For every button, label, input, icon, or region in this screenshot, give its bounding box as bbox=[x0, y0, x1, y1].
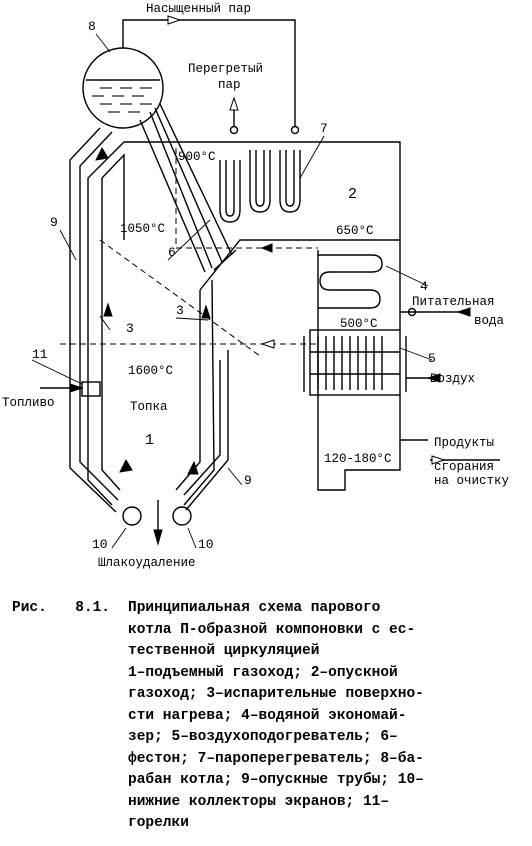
figure-caption: Рис. 8.1. Принципиальная схема парового … bbox=[12, 598, 518, 835]
boiler-diagram: Насыщенный пар Перегретый пар 900°C 1050… bbox=[2, 2, 510, 570]
num-9b: 9 bbox=[244, 473, 252, 488]
caption-fig-word: Рис. bbox=[12, 600, 47, 616]
label-products-2: сгорания bbox=[434, 460, 494, 474]
label-t500: 500°C bbox=[340, 317, 378, 331]
num-10a: 10 bbox=[92, 537, 108, 552]
downcomer-tubes bbox=[69, 127, 117, 513]
num-8: 8 bbox=[88, 19, 96, 34]
num-10b: 10 bbox=[198, 537, 214, 552]
caption-legend-line: горелки bbox=[128, 815, 189, 831]
caption-fig-number: 8.1. bbox=[75, 600, 110, 616]
num-3a: 3 bbox=[126, 321, 134, 336]
economizer-coil bbox=[318, 254, 383, 309]
label-feed-water-1: Питательная bbox=[412, 295, 495, 309]
label-t1600: 1600°C bbox=[128, 364, 173, 378]
label-products-1: Продукты bbox=[434, 436, 494, 450]
caption-legend-line: нижние коллекторы экранов; 11– bbox=[128, 793, 390, 810]
label-t650: 650°C bbox=[336, 224, 374, 238]
caption-title-line: Принципиальная схема парового bbox=[128, 600, 381, 616]
label-superheated-2: пар bbox=[218, 78, 241, 92]
label-superheated-1: Перегретый bbox=[188, 62, 263, 76]
label-saturated-steam: Насыщенный пар bbox=[146, 2, 251, 16]
num-7: 7 bbox=[320, 121, 328, 136]
num-3b: 3 bbox=[176, 303, 184, 318]
label-t1050: 1050°C bbox=[120, 222, 165, 236]
label-fuel: Топливо bbox=[2, 396, 55, 410]
label-t120: 120-180°C bbox=[324, 452, 392, 466]
label-air: Воздух bbox=[430, 372, 475, 386]
label-furnace: Топка bbox=[130, 400, 168, 414]
num-9a: 9 bbox=[50, 215, 58, 230]
caption-legend-line: 1–подъемный газоход; 2–опускной bbox=[128, 664, 398, 681]
num-1: 1 bbox=[145, 432, 154, 449]
bottom-collector-left bbox=[122, 506, 142, 526]
superheater-coil bbox=[219, 160, 241, 223]
caption-legend-line: фестон; 7–пароперегреватель; 8–ба- bbox=[128, 750, 424, 767]
num-2: 2 bbox=[348, 186, 357, 203]
caption-title-line: тественной циркуляцией bbox=[128, 643, 320, 659]
caption-legend-line: зер; 5–воздухоподогреватель; 6– bbox=[128, 729, 398, 745]
caption-legend-line: газоход; 3–испарительные поверхно- bbox=[128, 686, 424, 702]
bottom-collector-right bbox=[172, 506, 192, 526]
caption-legend-line: сти нагрева; 4–водяной экономай- bbox=[128, 707, 407, 724]
air-heater bbox=[309, 329, 401, 396]
num-4: 4 bbox=[420, 279, 428, 294]
label-feed-water-2: вода bbox=[474, 314, 505, 328]
furnace-outer-wall bbox=[124, 141, 401, 330]
label-slag: Шлакоудаление bbox=[98, 556, 196, 570]
label-t900: 900°C bbox=[178, 150, 216, 164]
label-products-3: на очистку bbox=[434, 474, 510, 488]
caption-legend-line: рабан котла; 9–опускные трубы; 10– bbox=[128, 772, 424, 788]
num-11: 11 bbox=[32, 347, 48, 362]
num-5: 5 bbox=[428, 351, 436, 366]
num-6: 6 bbox=[168, 245, 176, 260]
caption-title-line: котла П-образной компоновки с ес- bbox=[128, 621, 416, 638]
